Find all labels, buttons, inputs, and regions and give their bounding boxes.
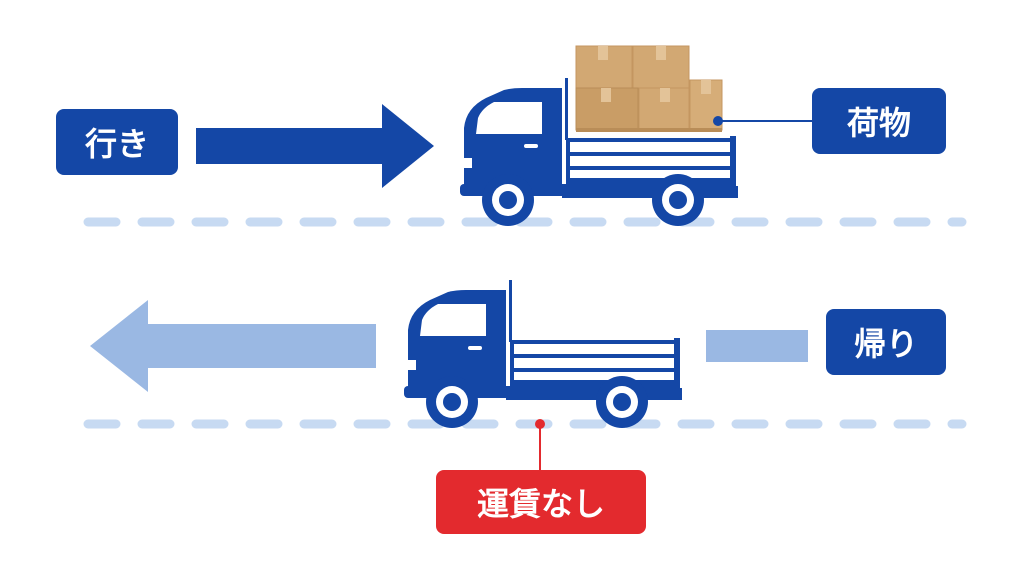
cargo-label-text: 荷物	[846, 104, 911, 142]
cargo-connector-dot	[713, 116, 723, 126]
empty-truck-icon	[402, 278, 684, 430]
outbound-arrow	[196, 104, 434, 188]
cargo-label: 荷物	[812, 88, 946, 154]
outbound-label-text: 行き	[84, 125, 149, 163]
outbound-label: 行き	[56, 109, 178, 175]
return-arrow-tail	[706, 330, 808, 362]
no-fare-label: 運賃なし	[436, 470, 646, 534]
cardboard-boxes-icon	[575, 45, 723, 132]
return-label-text: 帰り	[853, 325, 918, 363]
return-arrow	[90, 300, 376, 392]
nofare-connector-dot	[535, 419, 545, 429]
no-fare-label-text: 運賃なし	[476, 485, 605, 523]
return-label: 帰り	[826, 309, 946, 375]
